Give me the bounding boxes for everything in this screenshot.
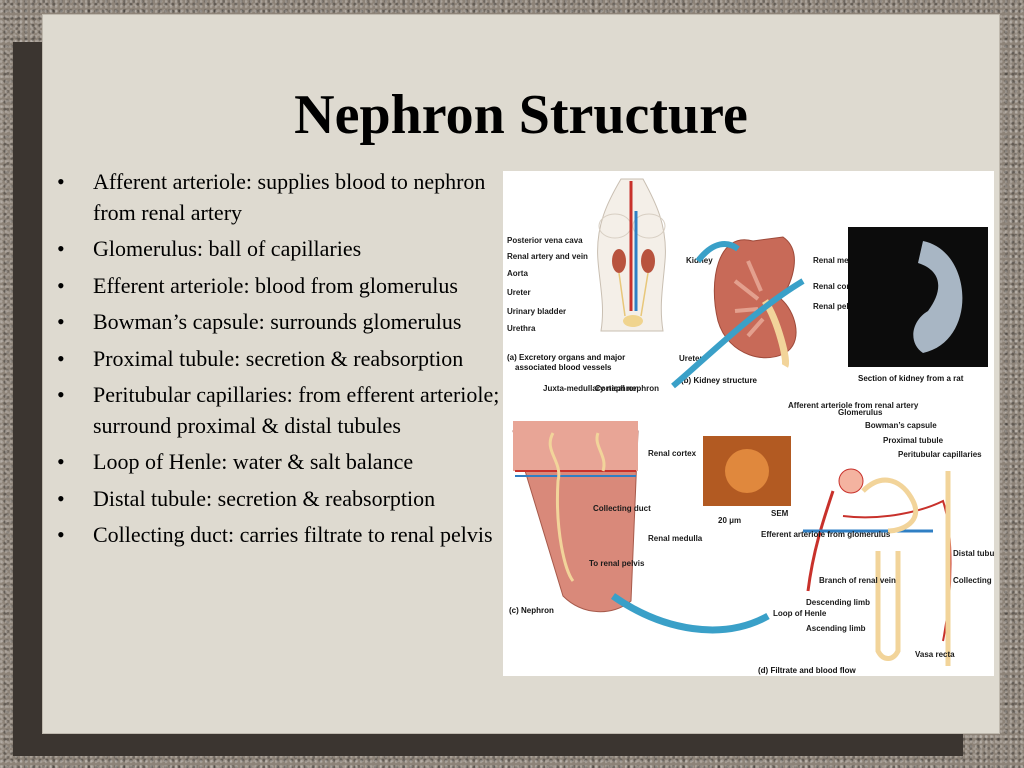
label-proximal-tubule: Proximal tubule <box>883 436 944 445</box>
caption-d: (d) Filtrate and blood flow <box>758 666 857 675</box>
label-renal-pelvis: Renal pelvis <box>813 302 860 311</box>
bullet-text: Loop of Henle: water & salt balance <box>93 449 414 474</box>
bullet-item: • Loop of Henle: water & salt balance <box>53 447 523 478</box>
bullet-item: • Distal tubule: secretion & reabsorption <box>53 484 523 515</box>
label-vasa-recta: Vasa recta <box>915 650 955 659</box>
panel-b: Renal medulla Renal cortex Renal pelvis … <box>671 227 988 389</box>
label-distal-tubule: Distal tubule <box>953 549 994 558</box>
bullet-dot: • <box>57 309 65 334</box>
sem-glomerulus <box>725 449 769 493</box>
bullet-item: • Afferent arteriole: supplies blood to n… <box>53 167 523 228</box>
label-scale: 20 μm <box>718 516 741 525</box>
label-branch-renal-vein: Branch of renal vein <box>819 576 896 585</box>
label-ureter-a: Ureter <box>507 288 531 297</box>
caption-rat: Section of kidney from a rat <box>858 374 964 383</box>
juxtamedullary-nephron <box>548 432 575 582</box>
label-peritubular-capillaries: Peritubular capillaries <box>898 450 982 459</box>
bullet-text: Efferent arteriole: blood from glomerulu… <box>93 272 458 298</box>
nephron-figure: Posterior vena cava Renal artery and vei… <box>503 171 994 676</box>
bullet-dot: • <box>57 522 65 547</box>
label-renal-cortex-c: Renal cortex <box>648 449 697 458</box>
label-efferent-arteriole: Efferent arteriole from glomerulus <box>761 530 891 539</box>
slide-title: Nephron Structure <box>294 84 748 146</box>
label-renal-cortex: Renal cortex <box>813 282 862 291</box>
label-cortical: Cortical nephron <box>595 384 659 393</box>
bullet-item: • Proximal tubule: secretion & reabsorpti… <box>53 344 523 375</box>
panel-c: Juxta-medullary nephron Cortical nephron… <box>509 384 770 634</box>
label-posterior-vena-cava: Posterior vena cava <box>507 236 583 245</box>
label-renal-medulla-c: Renal medulla <box>648 534 703 543</box>
label-bowmans-capsule: Bowman’s capsule <box>865 421 937 430</box>
kidney-left <box>612 249 626 273</box>
label-ascending-limb: Ascending limb <box>806 624 866 633</box>
bullet-item: • Collecting duct: carries filtrate to re… <box>53 520 523 551</box>
efferent-arteriole <box>806 490 835 592</box>
label-glomerulus: Glomerulus <box>838 408 883 417</box>
label-descending-limb: Descending limb <box>806 598 870 607</box>
bullet-item: • Peritubular capillaries: from efferent … <box>53 380 523 441</box>
rat-kidney-shape <box>913 241 963 353</box>
label-renal-artery-vein: Renal artery and vein <box>507 252 588 261</box>
loop-of-henle-d <box>875 551 901 661</box>
label-loop-of-henle: Loop of Henle <box>773 609 827 618</box>
flow-arrow-a-b <box>695 241 740 263</box>
bullet-item: • Glomerulus: ball of capillaries <box>53 234 523 265</box>
panel-d: SEM 20 μm Afferent arteriole from renal … <box>703 401 994 675</box>
caption-c: (c) Nephron <box>509 606 554 615</box>
nephron-diagram: Posterior vena cava Renal artery and vei… <box>507 178 994 675</box>
label-juxtamedullary: Juxta-medullary nephron <box>543 384 639 393</box>
bullet-dot: • <box>57 485 65 511</box>
bullet-text: Peritubular capillaries: from efferent a… <box>93 382 500 438</box>
bullet-list: • Afferent arteriole: supplies blood to n… <box>53 167 523 557</box>
bullet-dot: • <box>57 272 65 298</box>
bullet-text: Proximal tubule: secretion & reabsorptio… <box>93 345 464 371</box>
cortical-nephron <box>595 432 606 472</box>
label-collecting-duct-d: Collecting duct <box>953 576 994 585</box>
bullet-text: Collecting duct: carries filtrate to ren… <box>93 522 493 547</box>
caption-a-line2: associated blood vessels <box>515 363 612 372</box>
flow-arrow-b-c <box>671 278 805 389</box>
label-urinary-bladder: Urinary bladder <box>507 307 566 316</box>
glomerulus-d <box>838 468 864 494</box>
bullet-text: Glomerulus: ball of capillaries <box>93 236 362 261</box>
chest-outline <box>632 213 666 239</box>
caption-b: (b) Kidney structure <box>681 376 758 385</box>
label-to-renal-pelvis: To renal pelvis <box>589 559 645 568</box>
renal-pyramids <box>733 260 765 338</box>
proximal-tubule-d <box>861 477 918 534</box>
label-aorta: Aorta <box>507 269 528 278</box>
bullet-text: Bowman’s capsule: surrounds glomerulus <box>93 309 462 334</box>
flow-arrow-c-d <box>610 593 770 634</box>
bullet-item: • Efferent arteriole: blood from glomerul… <box>53 271 523 302</box>
kidney-right <box>641 249 655 273</box>
bullet-dot: • <box>57 345 65 371</box>
bullet-item: • Bowman’s capsule: surrounds glomerulus <box>53 307 523 338</box>
panel-a: Posterior vena cava Renal artery and vei… <box>507 178 713 372</box>
label-renal-medulla: Renal medulla <box>813 256 868 265</box>
caption-a-line1: (a) Excretory organs and major <box>507 353 625 362</box>
bullet-dot: • <box>57 169 65 194</box>
label-collecting-duct-c: Collecting duct <box>593 504 651 513</box>
bullet-dot: • <box>57 382 65 407</box>
slide: Nephron Structure • Afferent arteriole: s… <box>42 14 1000 734</box>
cortex-band <box>513 421 638 471</box>
label-sem: SEM <box>771 509 789 518</box>
label-urethra: Urethra <box>507 324 536 333</box>
ureters <box>618 272 649 317</box>
bladder <box>623 315 643 327</box>
label-ureter-b: Ureter <box>679 354 703 363</box>
bullet-dot: • <box>57 449 65 474</box>
label-afferent-arteriole: Afferent arteriole from renal artery <box>788 401 919 410</box>
bullet-dot: • <box>57 236 65 261</box>
bullet-text: Afferent arteriole: supplies blood to ne… <box>93 169 486 225</box>
bullet-text: Distal tubule: secretion & reabsorption <box>93 485 436 511</box>
